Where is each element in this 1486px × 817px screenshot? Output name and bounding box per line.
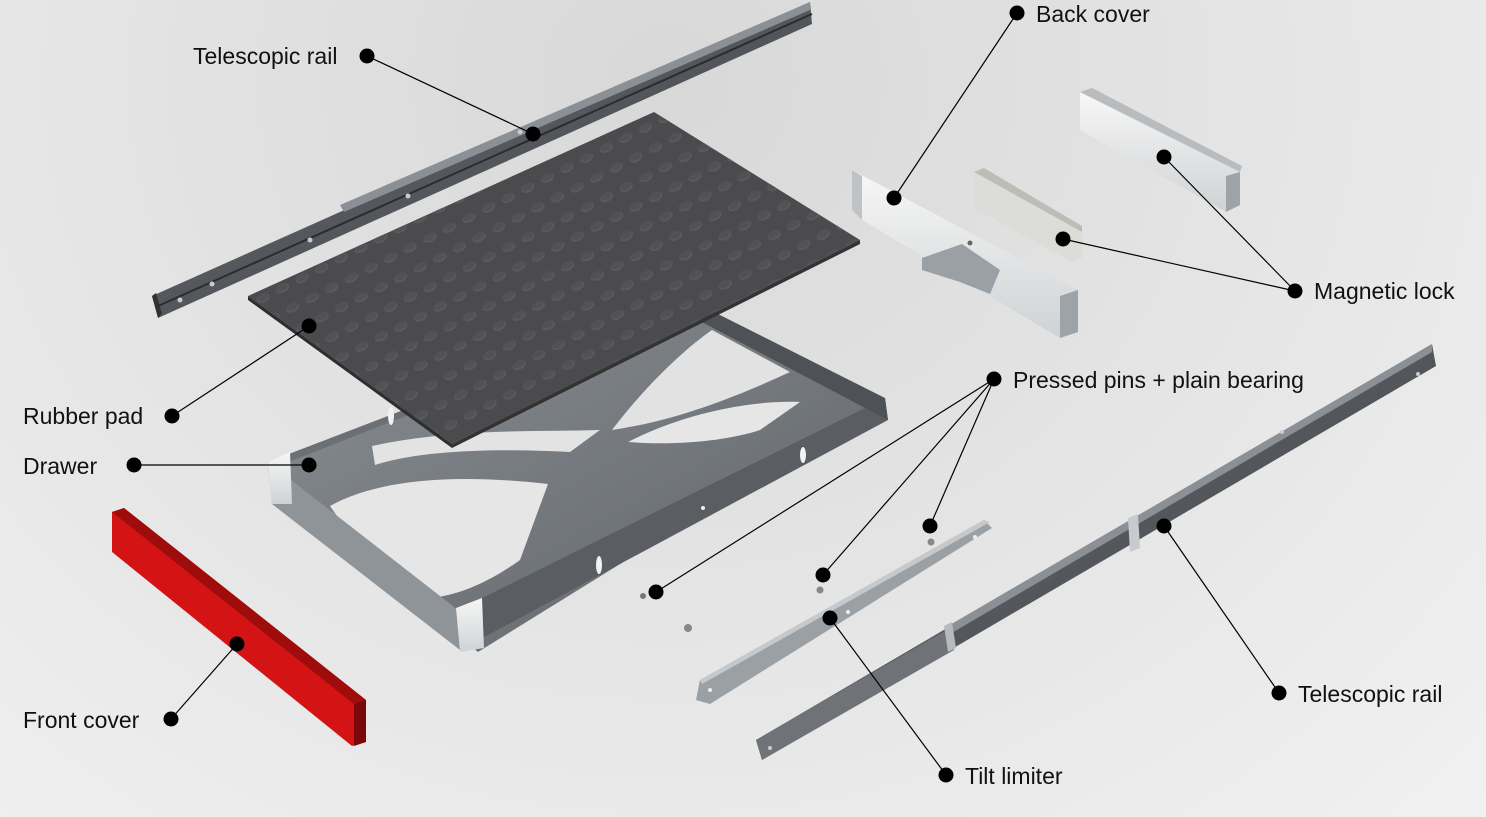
callout-dot bbox=[302, 458, 317, 473]
label-pressed-pins: Pressed pins + plain bearing bbox=[1013, 367, 1304, 393]
callout-dot bbox=[1272, 686, 1287, 701]
callout-dot bbox=[1157, 150, 1172, 165]
leader-line bbox=[1063, 239, 1295, 291]
callout-dot bbox=[923, 519, 938, 534]
callout-dot bbox=[526, 127, 541, 142]
callout-dot bbox=[1056, 232, 1071, 247]
leader-line bbox=[367, 56, 533, 134]
callout-dot bbox=[816, 568, 831, 583]
label-rubber-pad: Rubber pad bbox=[23, 403, 143, 429]
callout-dot bbox=[987, 372, 1002, 387]
callout-dot bbox=[1010, 6, 1025, 21]
callout-dot bbox=[165, 409, 180, 424]
label-telescopic-rail-bottom: Telescopic rail bbox=[1298, 681, 1442, 707]
leader-line bbox=[894, 13, 1017, 198]
callout-dot bbox=[230, 637, 245, 652]
label-tilt-limiter: Tilt limiter bbox=[965, 763, 1063, 789]
callout-dot bbox=[823, 611, 838, 626]
leader-line bbox=[1164, 526, 1279, 693]
label-front-cover: Front cover bbox=[23, 707, 139, 733]
callout-dot bbox=[887, 191, 902, 206]
back-cover-part bbox=[852, 170, 1078, 338]
callout-dot bbox=[360, 49, 375, 64]
callout-dot bbox=[649, 585, 664, 600]
callout-dot bbox=[127, 458, 142, 473]
label-telescopic-rail-top: Telescopic rail bbox=[193, 43, 337, 69]
label-magnetic-lock: Magnetic lock bbox=[1314, 278, 1455, 304]
tilt-limiter-part bbox=[696, 520, 992, 704]
callout-dot bbox=[302, 319, 317, 334]
callout-dot bbox=[1288, 284, 1303, 299]
leader-line bbox=[172, 326, 309, 416]
callout-dot bbox=[1157, 519, 1172, 534]
leader-line bbox=[930, 379, 994, 526]
callout-dot bbox=[164, 712, 179, 727]
label-back-cover: Back cover bbox=[1036, 1, 1150, 27]
leader-line bbox=[171, 644, 237, 719]
label-drawer: Drawer bbox=[23, 453, 97, 479]
magnetic-lock-part bbox=[974, 88, 1242, 262]
callout-dot bbox=[939, 768, 954, 783]
